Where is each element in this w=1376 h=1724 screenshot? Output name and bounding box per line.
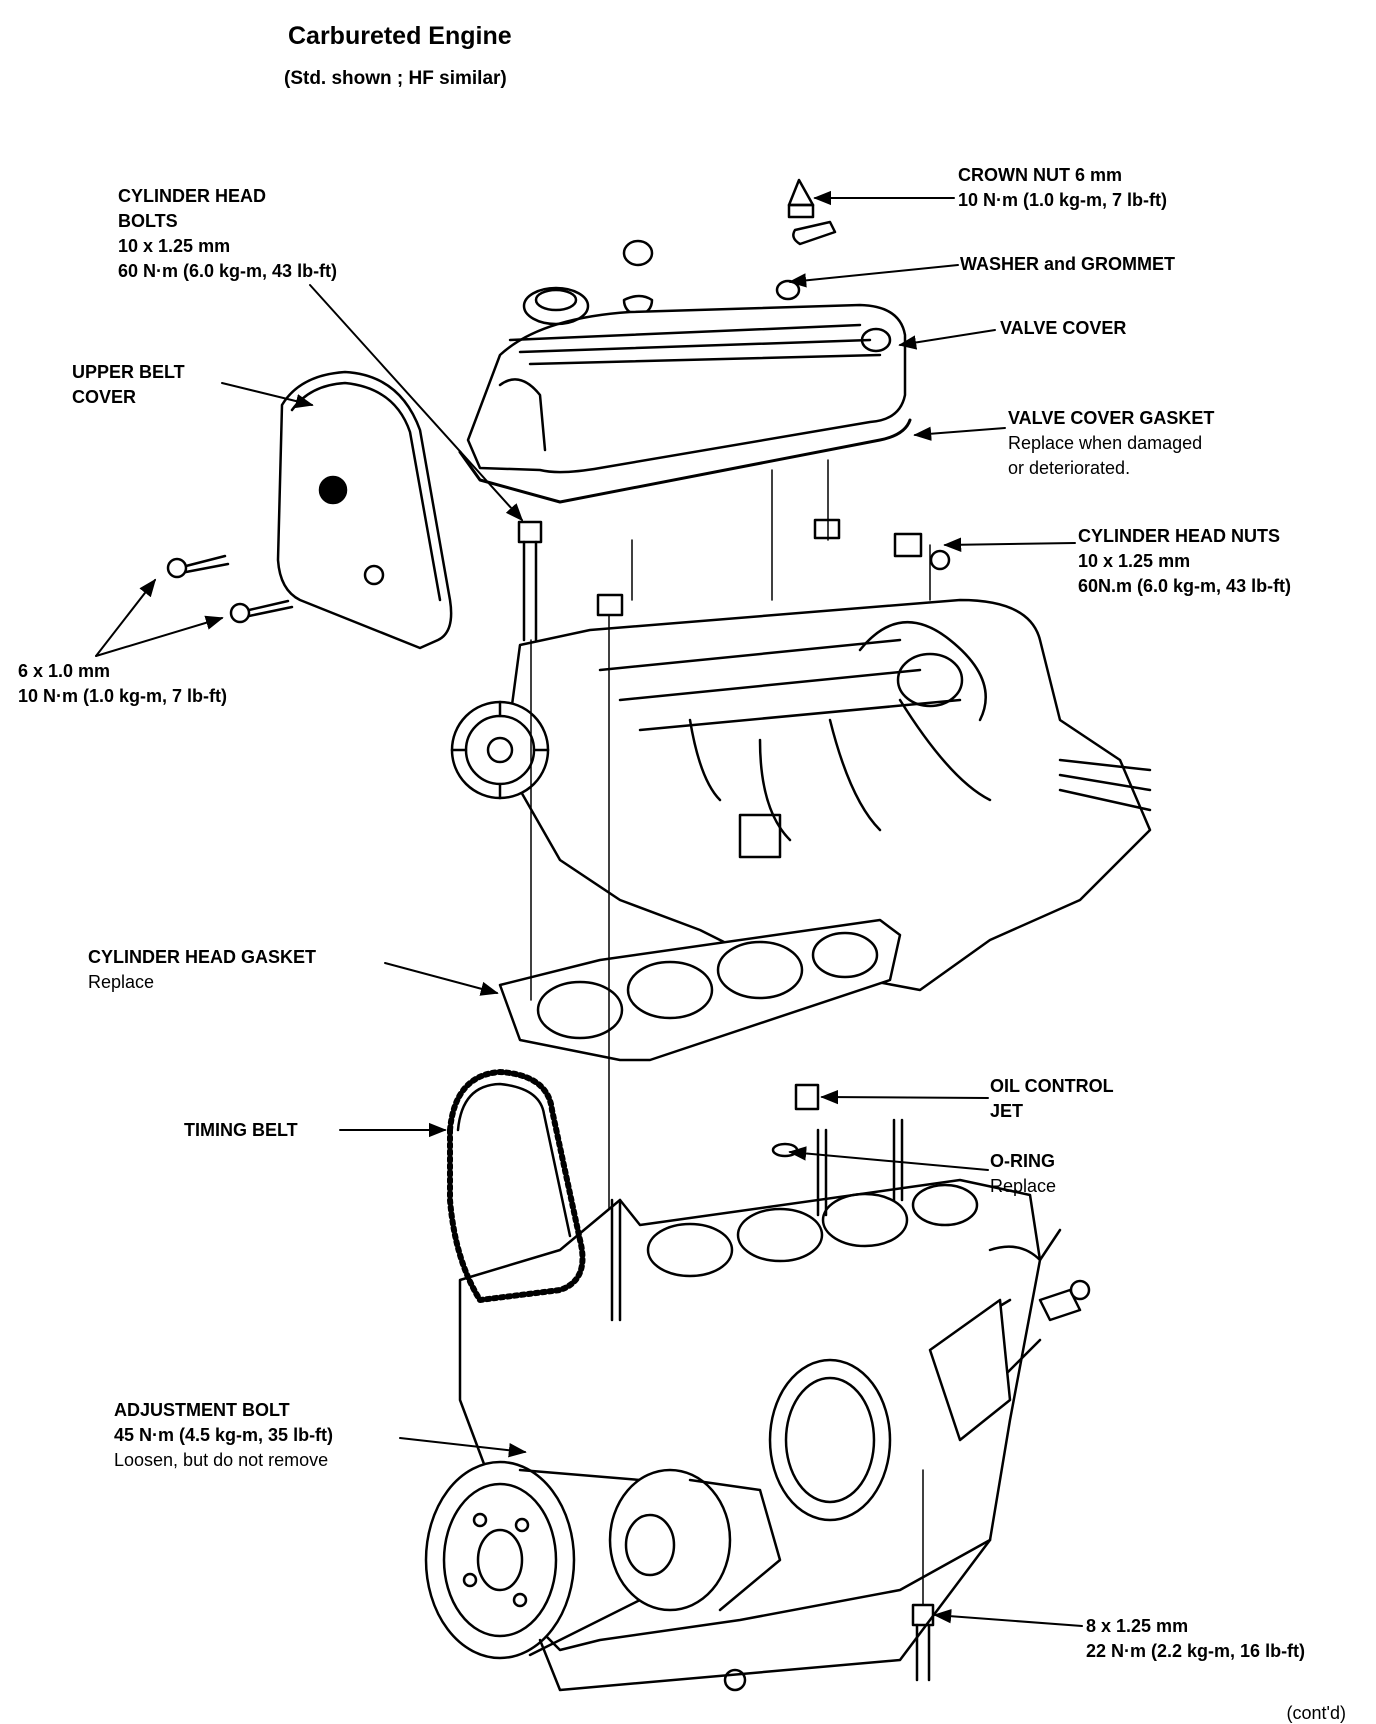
valve-cover-gasket-name: VALVE COVER GASKET	[1008, 408, 1215, 428]
valve-cover-drawing	[458, 286, 912, 504]
cylinder-head-gasket-note: Replace	[88, 972, 155, 992]
crown-nut-torque: 10 N·m (1.0 kg-m, 7 lb-ft)	[958, 190, 1168, 210]
cylinder-head-bolts-name-1: CYLINDER HEAD	[118, 186, 267, 206]
o-ring-name: O-RING	[990, 1151, 1055, 1171]
adjustment-bolt-torque: 45 N·m (4.5 kg-m, 35 lb-ft)	[114, 1425, 334, 1445]
cylinder-head-nuts-size: 10 x 1.25 mm	[1078, 551, 1191, 571]
callout-cylinder-head-nuts: CYLINDER HEAD NUTS 10 x 1.25 mm 60N.m (6…	[1078, 524, 1291, 599]
mount-bolt-size: 8 x 1.25 mm	[1086, 1616, 1189, 1636]
callout-valve-cover-gasket: VALVE COVER GASKET Replace when damaged …	[1008, 406, 1214, 481]
timing-belt-drawing	[447, 1069, 586, 1303]
callout-o-ring: O-RING Replace	[990, 1149, 1056, 1199]
crank-pulley-drawing	[424, 1460, 782, 1660]
cylinder-head-drawing	[450, 598, 1152, 992]
upper-belt-cover-name-1: UPPER BELT	[72, 362, 185, 382]
leader-lines	[95, 190, 1083, 1627]
belt-cover-bolts-drawing	[166, 554, 294, 624]
cylinder-head-bolts-size: 10 x 1.25 mm	[118, 236, 231, 256]
upper-belt-cover-name-2: COVER	[72, 387, 137, 407]
washer-grommet-name: WASHER and GROMMET	[960, 254, 1175, 274]
cylinder-head-bolts-torque: 60 N·m (6.0 kg-m, 43 lb-ft)	[118, 261, 338, 281]
mount-bolt-torque: 22 N·m (2.2 kg-m, 16 lb-ft)	[1086, 1641, 1306, 1661]
valve-cover-name: VALVE COVER	[1000, 318, 1127, 338]
callout-valve-cover: VALVE COVER	[1000, 316, 1126, 341]
oil-pan-drain-drawing	[538, 1538, 992, 1692]
oil-control-jet-name-2: JET	[990, 1101, 1024, 1121]
cylinder-head-gasket-name: CYLINDER HEAD GASKET	[88, 947, 317, 967]
callout-cylinder-head-gasket: CYLINDER HEAD GASKET Replace	[88, 945, 316, 995]
page-subtitle: (Std. shown ; HF similar)	[284, 68, 507, 89]
mount-bolt-drawing	[911, 1298, 1012, 1682]
valve-cover-gasket-note-2: or deteriorated.	[1008, 458, 1131, 478]
adjustment-bolt-name: ADJUSTMENT BOLT	[114, 1400, 290, 1420]
valve-cover-gasket-note-1: Replace when damaged	[1008, 433, 1203, 453]
o-ring-note: Replace	[990, 1176, 1057, 1196]
upper-belt-cover-drawing	[276, 370, 453, 650]
callout-upper-belt-cover: UPPER BELT COVER	[72, 360, 185, 410]
belt-cover-bolts-size: 6 x 1.0 mm	[18, 661, 111, 681]
adjustment-bolt-note: Loosen, but do not remove	[114, 1450, 329, 1470]
continued-marker: (cont'd)	[1286, 1703, 1346, 1723]
crown-nut-drawing	[622, 178, 837, 318]
cylinder-head-bolt-drawing	[517, 518, 951, 642]
crown-nut-name: CROWN NUT 6 mm	[958, 165, 1123, 185]
belt-cover-bolts-torque: 10 N·m (1.0 kg-m, 7 lb-ft)	[18, 686, 228, 706]
cylinder-head-nuts-torque: 60N.m (6.0 kg-m, 43 lb-ft)	[1078, 576, 1292, 596]
engine-block-drawing	[458, 1083, 1091, 1652]
cylinder-head-nuts-name: CYLINDER HEAD NUTS	[1078, 526, 1281, 546]
callout-mount-bolt: 8 x 1.25 mm 22 N·m (2.2 kg-m, 16 lb-ft)	[1086, 1614, 1305, 1664]
callout-adjustment-bolt: ADJUSTMENT BOLT 45 N·m (4.5 kg-m, 35 lb-…	[114, 1398, 333, 1473]
page-title: Carbureted Engine	[288, 22, 512, 50]
oil-control-jet-name-1: OIL CONTROL	[990, 1076, 1114, 1096]
callout-cylinder-head-bolts: CYLINDER HEAD BOLTS 10 x 1.25 mm 60 N·m …	[118, 184, 337, 284]
callout-crown-nut: CROWN NUT 6 mm 10 N·m (1.0 kg-m, 7 lb-ft…	[958, 163, 1167, 213]
callout-timing-belt: TIMING BELT	[184, 1118, 298, 1143]
cylinder-head-gasket-drawing	[498, 918, 902, 1062]
callout-oil-control-jet: OIL CONTROL JET	[990, 1074, 1114, 1124]
timing-belt-name: TIMING BELT	[184, 1120, 298, 1140]
callout-belt-cover-bolts: 6 x 1.0 mm 10 N·m (1.0 kg-m, 7 lb-ft)	[18, 659, 227, 709]
alignment-lines	[530, 459, 931, 1211]
cylinder-head-bolts-name-2: BOLTS	[118, 211, 178, 231]
callout-washer-grommet: WASHER and GROMMET	[960, 252, 1175, 277]
